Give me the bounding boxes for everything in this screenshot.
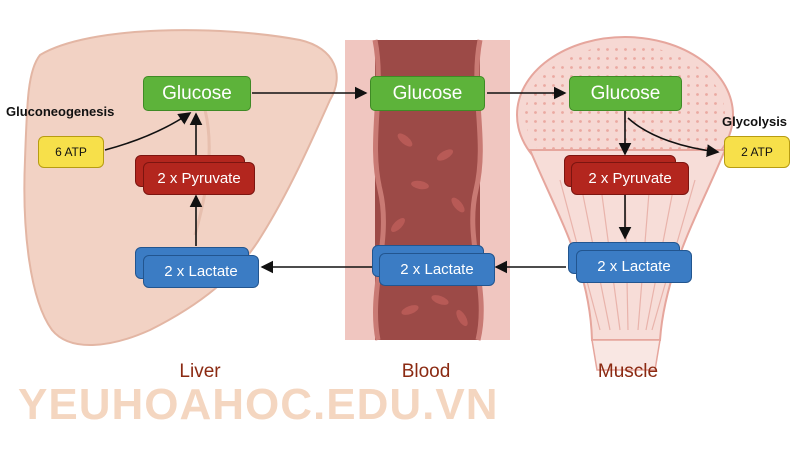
- muscle-label: Muscle: [597, 361, 659, 382]
- liver-label: Liver: [179, 361, 221, 382]
- liver-pyruvate-box: 2 x Pyruvate: [143, 162, 255, 195]
- arrow-atp-to-gluconeogenesis: [104, 112, 192, 151]
- gluconeogenesis-label: Gluconeogenesis: [6, 104, 115, 119]
- arrow-glycolysis-to-atp: [627, 117, 720, 158]
- muscle-pyruvate-box: 2 x Pyruvate: [571, 162, 689, 195]
- blood-glucose-box: Glucose: [370, 76, 485, 111]
- liver-glucose-box: Glucose: [143, 76, 251, 111]
- liver-lactate-box: 2 x Lactate: [143, 255, 259, 288]
- atp-output-badge: 2 ATP: [724, 136, 790, 168]
- atp-input-badge: 6 ATP: [38, 136, 104, 168]
- muscle-glucose-box: Glucose: [569, 76, 682, 111]
- blood-lactate-box: 2 x Lactate: [379, 253, 495, 286]
- blood-label: Blood: [401, 361, 451, 382]
- muscle-lactate-box: 2 x Lactate: [576, 250, 692, 283]
- glycolysis-label: Glycolysis: [722, 114, 788, 129]
- watermark: YEUHOAHOC.EDU.VN: [18, 380, 499, 429]
